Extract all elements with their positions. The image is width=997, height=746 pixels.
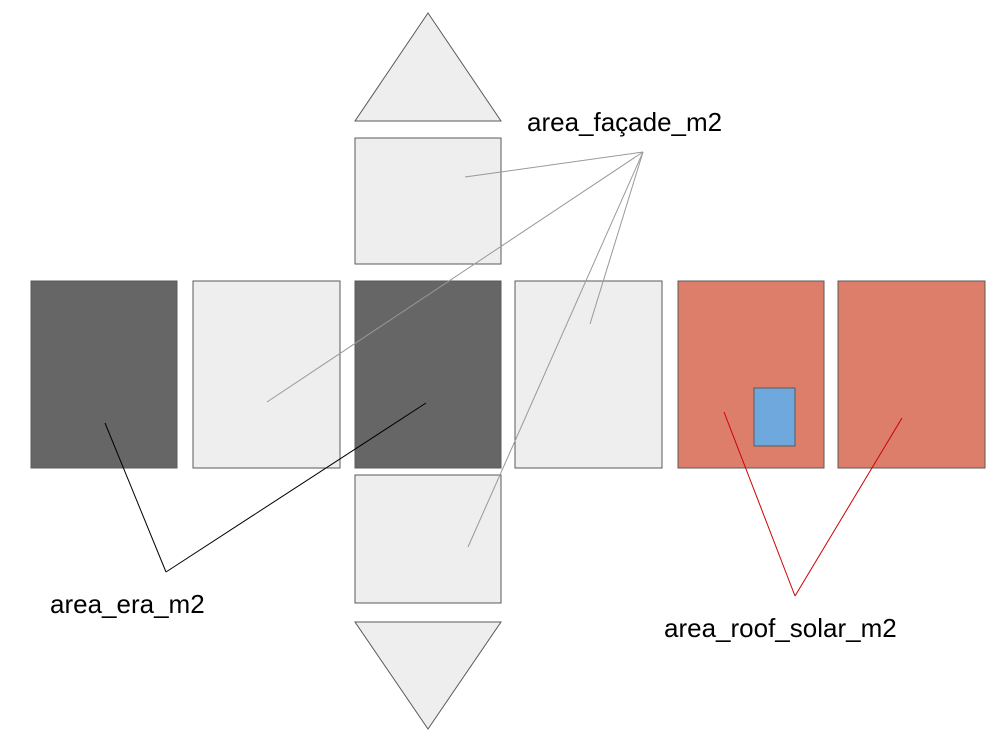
facade-leader-left <box>266 151 644 403</box>
label-area-facade: area_façade_m2 <box>527 107 722 137</box>
gable-top-triangle <box>354 12 502 122</box>
label-area-era: area_era_m2 <box>50 589 205 619</box>
facade-panel-left <box>192 280 341 469</box>
facade-leader-bottom <box>467 151 644 548</box>
facade-leader-top <box>464 151 644 178</box>
label-area-roof-solar: area_roof_solar_m2 <box>664 613 897 643</box>
roof-solar-leader-lines <box>723 411 903 597</box>
facade-leader-lines <box>266 151 644 548</box>
roof-leader-right <box>794 417 903 597</box>
facade-panel-top <box>354 137 502 265</box>
gable-bottom-triangle <box>354 621 502 730</box>
era-panel-center <box>354 280 502 469</box>
roof-leader-left <box>723 411 796 597</box>
roof-panel-left <box>677 280 825 469</box>
era-leader-left <box>104 422 167 573</box>
era-leader-center <box>165 402 427 573</box>
roof-panel-right <box>837 280 986 469</box>
facade-leader-right <box>589 151 644 325</box>
solar-panel <box>753 387 796 447</box>
era-panel-left <box>30 280 178 469</box>
era-leader-lines <box>104 402 427 573</box>
facade-panel-bottom <box>354 474 502 604</box>
facade-panel-right <box>514 280 663 469</box>
